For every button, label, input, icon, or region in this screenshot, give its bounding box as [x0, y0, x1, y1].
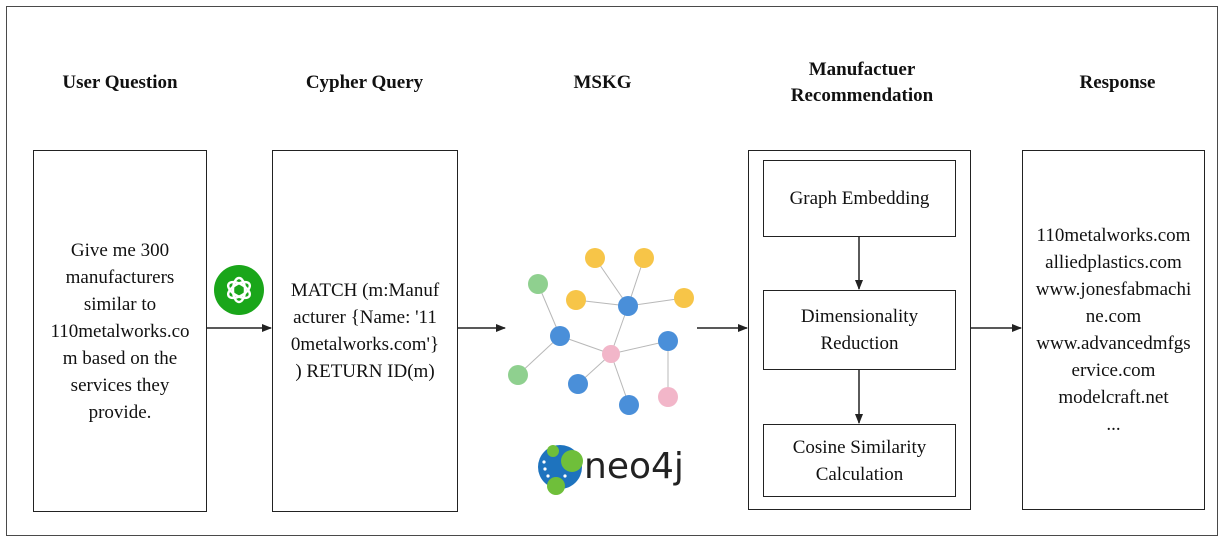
graph-node — [618, 296, 638, 316]
graph-embedding-box: Graph Embedding — [763, 160, 956, 237]
heading-user-question: User Question — [62, 72, 178, 93]
user-question-line: provide. — [88, 401, 152, 423]
graph-embedding-label: Graph Embedding — [789, 188, 930, 209]
cypher-query-line: MATCH (m:Manuf — [290, 280, 440, 301]
dimensionality-reduction-box: Dimensionality Reduction — [763, 290, 956, 370]
heading-recommendation-line-1: Manufactuer — [808, 59, 916, 80]
cypher-query-line: acturer {Name: '11 — [293, 307, 437, 328]
graph-node — [634, 248, 654, 268]
mskg-graph — [508, 248, 694, 415]
cosine-line: Calculation — [815, 463, 904, 485]
user-question-text: Give me 300 manufacturers similar to 110… — [50, 237, 189, 426]
response-text: 110metalworks.com alliedplastics.com www… — [1036, 222, 1191, 438]
heading-recommendation: Manufactuer Recommendation — [752, 57, 972, 109]
heading-recommendation-line-2: Recommendation — [790, 85, 934, 106]
graph-node — [566, 290, 586, 310]
diagram-frame — [6, 6, 1218, 536]
response-line: 110metalworks.com — [1036, 225, 1191, 246]
cypher-query-line: ) RETURN ID(m) — [295, 361, 435, 382]
openai-icon — [214, 265, 264, 315]
response-line: www.advancedmfgs — [1036, 333, 1191, 354]
graph-node — [508, 365, 528, 385]
heading-response: Response — [1079, 72, 1156, 93]
cosine-similarity-box: Cosine Similarity Calculation — [763, 424, 956, 497]
user-question-line: similar to — [83, 293, 157, 315]
graph-node — [619, 395, 639, 415]
cosine-line: Cosine Similarity — [792, 436, 927, 458]
cosine-similarity-label: Cosine Similarity Calculation — [764, 434, 955, 488]
response-line: modelcraft.net — [1058, 387, 1169, 408]
graph-node — [602, 345, 620, 363]
user-question-box: Give me 300 manufacturers similar to 110… — [33, 150, 207, 512]
cypher-query-line: 0metalworks.com'} — [290, 334, 440, 355]
cypher-query-box: MATCH (m:Manuf acturer {Name: '11 0metal… — [272, 150, 458, 512]
response-line: alliedplastics.com — [1045, 252, 1182, 273]
user-question-line: manufacturers — [65, 266, 175, 288]
user-question-line: services they — [70, 374, 170, 396]
heading-cypher-query: Cypher Query — [305, 72, 424, 93]
response-line: www.jonesfabmachi — [1035, 279, 1192, 300]
neo4j-logo — [538, 445, 583, 495]
response-line: ervice.com — [1071, 360, 1156, 381]
response-box: 110metalworks.com alliedplastics.com www… — [1022, 150, 1205, 510]
graph-node — [658, 331, 678, 351]
dimensionality-line: Reduction — [820, 333, 899, 354]
graph-node — [568, 374, 588, 394]
graph-node — [585, 248, 605, 268]
graph-node — [550, 326, 570, 346]
graph-node — [658, 387, 678, 407]
dimensionality-reduction-label: Dimensionality Reduction — [764, 303, 955, 357]
response-line: ne.com — [1085, 306, 1142, 327]
graph-node — [528, 274, 548, 294]
dimensionality-line: Dimensionality — [800, 306, 919, 327]
user-question-line: m based on the — [62, 347, 178, 369]
recommendation-box — [748, 150, 971, 510]
cypher-query-text: MATCH (m:Manuf acturer {Name: '11 0metal… — [291, 277, 439, 385]
heading-mskg: MSKG — [573, 72, 632, 93]
response-line: ... — [1106, 414, 1121, 435]
neo4j-wordmark: neo4j — [584, 446, 684, 487]
user-question-line: Give me 300 — [70, 239, 170, 261]
graph-node — [674, 288, 694, 308]
user-question-line: 110metalworks.co — [50, 320, 190, 342]
